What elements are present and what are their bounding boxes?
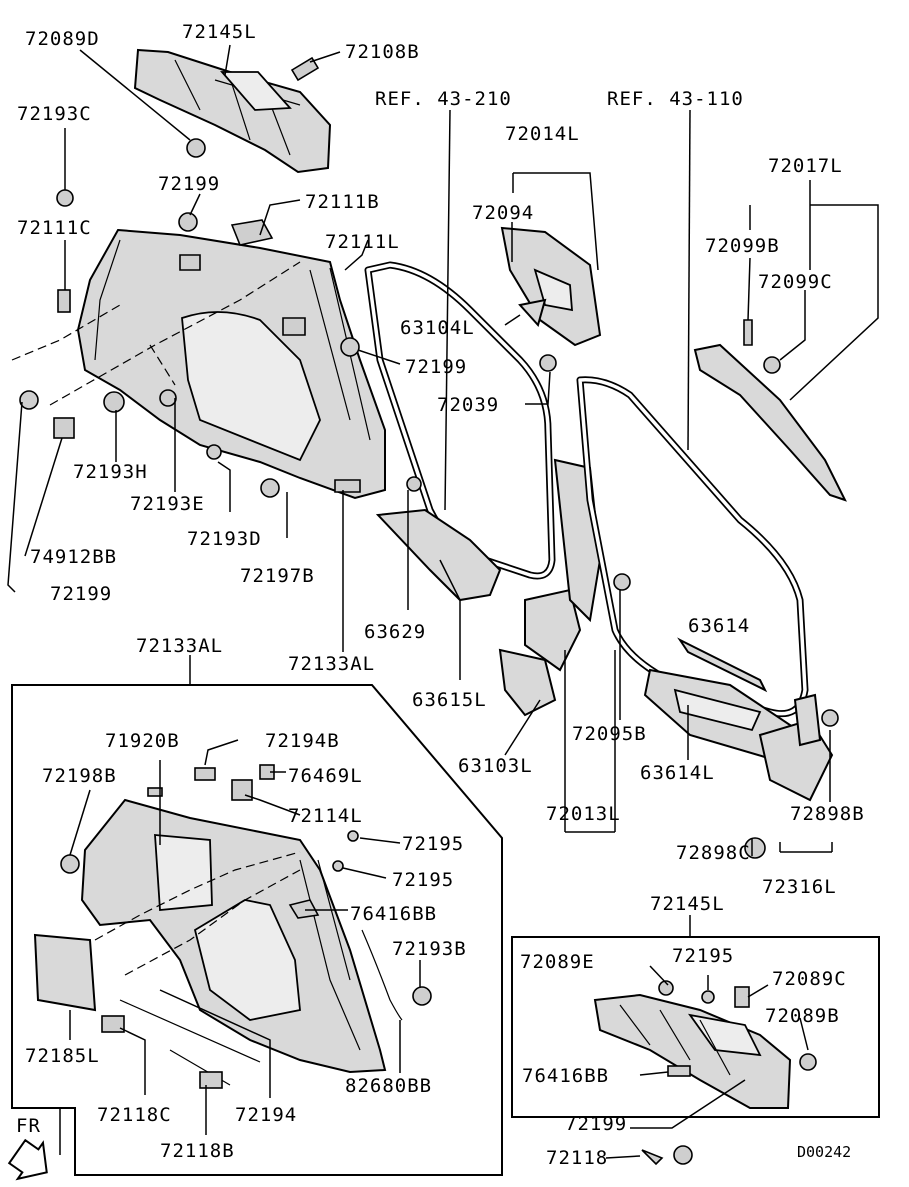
callout-82680BB: 82680BB bbox=[345, 1075, 432, 1097]
callout-72195: 72195 bbox=[392, 869, 454, 891]
callout-72089B: 72089B bbox=[765, 1005, 840, 1027]
rear-scuff-trim bbox=[744, 693, 839, 859]
callout-72095B: 72095B bbox=[572, 723, 647, 745]
callout-72111B: 72111B bbox=[305, 191, 380, 213]
callout-72194B: 72194B bbox=[265, 730, 340, 752]
quarter-trim-dashed-guides bbox=[11, 261, 301, 406]
callout-72099B: 72099B bbox=[705, 235, 780, 257]
callout-72114L: 72114L bbox=[288, 805, 363, 827]
roof-side-rail-trim bbox=[693, 319, 847, 502]
center-pillar-trim bbox=[500, 226, 602, 372]
callout-63104L: 63104L bbox=[400, 317, 475, 339]
callout-72118: 72118 bbox=[546, 1147, 608, 1169]
diagram-code: D00242 bbox=[797, 1143, 851, 1161]
callout-72133AL: 72133AL bbox=[288, 653, 375, 675]
callout-72099C: 72099C bbox=[758, 271, 833, 293]
callout-labels: 72089D 72145L 72108B 72193C 72199 72111B… bbox=[16, 21, 865, 1169]
callout-72089D: 72089D bbox=[25, 28, 100, 50]
callout-72014L: 72014L bbox=[505, 123, 580, 145]
callout-74912BB: 74912BB bbox=[30, 546, 117, 568]
callout-72316L: 72316L bbox=[762, 876, 837, 898]
front-direction-arrow bbox=[7, 1138, 48, 1181]
callout-76416BB: 76416BB bbox=[350, 903, 437, 925]
callout-72199: 72199 bbox=[158, 173, 220, 195]
callout-63615L: 63615L bbox=[412, 689, 487, 711]
callout-ref-43-210: REF. 43-210 bbox=[375, 88, 512, 110]
detail-box-upper-trim bbox=[511, 936, 880, 1166]
front-direction-label: FR bbox=[16, 1115, 41, 1137]
callout-76469L: 76469L bbox=[288, 765, 363, 787]
callout-72194: 72194 bbox=[235, 1104, 297, 1126]
callout-72133AL-box: 72133AL bbox=[136, 635, 223, 657]
callout-63103L: 63103L bbox=[458, 755, 533, 777]
callout-72199: 72199 bbox=[565, 1113, 627, 1135]
callout-72118C: 72118C bbox=[97, 1104, 172, 1126]
callout-72199: 72199 bbox=[50, 583, 112, 605]
callout-72193H: 72193H bbox=[73, 461, 148, 483]
callout-63614: 63614 bbox=[688, 615, 750, 637]
quarter-trim-main bbox=[76, 219, 386, 500]
callout-72898C: 72898C bbox=[676, 842, 751, 864]
callout-72108B: 72108B bbox=[345, 41, 420, 63]
callout-72017L: 72017L bbox=[768, 155, 843, 177]
leader-lines bbox=[7, 44, 879, 1159]
callout-72094: 72094 bbox=[472, 202, 534, 224]
callout-72195: 72195 bbox=[672, 945, 734, 967]
callout-72193D: 72193D bbox=[187, 528, 262, 550]
callout-72185L: 72185L bbox=[25, 1045, 100, 1067]
callout-72193B: 72193B bbox=[392, 938, 467, 960]
scuff-plate bbox=[643, 637, 792, 762]
callout-72039: 72039 bbox=[437, 394, 499, 416]
door-opening-seal-rear bbox=[576, 376, 809, 718]
upper-quarter-trim bbox=[133, 48, 332, 174]
callout-72089E: 72089E bbox=[520, 951, 595, 973]
callout-72145L-box: 72145L bbox=[650, 893, 725, 915]
callout-72193C: 72193C bbox=[17, 103, 92, 125]
callout-63614L: 63614L bbox=[640, 762, 715, 784]
callout-76416BB: 76416BB bbox=[522, 1065, 609, 1087]
callout-72199: 72199 bbox=[405, 356, 467, 378]
callout-63629: 63629 bbox=[364, 621, 426, 643]
callout-ref-43-110: REF. 43-110 bbox=[607, 88, 744, 110]
callout-71920B: 71920B bbox=[105, 730, 180, 752]
detail-box-quarter-trim bbox=[11, 684, 503, 1176]
callout-72111C: 72111C bbox=[17, 217, 92, 239]
callout-72118B: 72118B bbox=[160, 1140, 235, 1162]
callout-72197B: 72197B bbox=[240, 565, 315, 587]
callout-72898B: 72898B bbox=[790, 803, 865, 825]
callout-72013L: 72013L bbox=[546, 803, 621, 825]
callout-72111L: 72111L bbox=[325, 231, 400, 253]
callout-72195: 72195 bbox=[402, 833, 464, 855]
quarter-trim-fasteners bbox=[19, 189, 360, 498]
callout-72193E: 72193E bbox=[130, 493, 205, 515]
callout-72145L-top: 72145L bbox=[182, 21, 257, 43]
callout-72089C: 72089C bbox=[772, 968, 847, 990]
callout-72198B: 72198B bbox=[42, 765, 117, 787]
